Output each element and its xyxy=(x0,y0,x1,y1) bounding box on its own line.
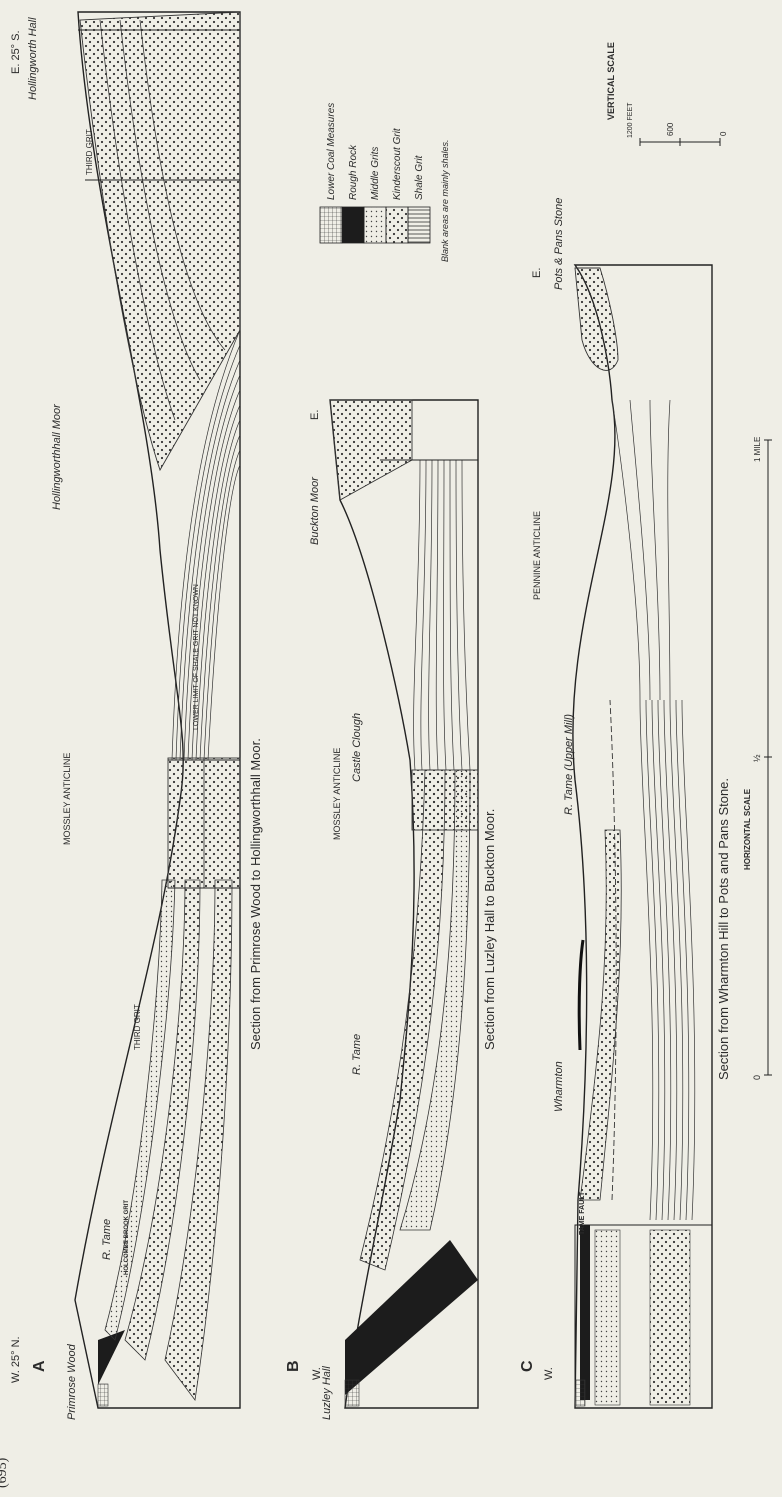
legend-swatch-kinderscout-grit xyxy=(386,207,408,243)
label-hollingworth-hall: Hollingworth Hall xyxy=(27,17,39,100)
section-c-caption: Section from Wharmton Hill to Pots and P… xyxy=(716,778,731,1080)
section-b: B W. E. Luzley Hall R. Tame MOSSLEY ANTI… xyxy=(285,400,497,1420)
label-castle-clough: Castle Clough xyxy=(351,713,363,782)
vertical-scale-top: 1200 FEET xyxy=(627,102,634,138)
label-lower-limit: LOWER LIMIT OF SHALE GRIT NOT KNOWN xyxy=(193,584,200,730)
legend-swatch-shale-grit xyxy=(408,207,430,243)
vertical-scale-bottom: 0 xyxy=(719,131,728,136)
vertical-scale-mid: 600 xyxy=(666,122,675,136)
label-pots-pans-stone: Pots & Pans Stone xyxy=(553,198,565,290)
legend-label-kinderscout-grit: Kinderscout Grit xyxy=(392,127,403,200)
section-a-coal xyxy=(98,1384,108,1406)
label-b-r-tame: R. Tame xyxy=(351,1034,363,1075)
label-buckton-moor: Buckton Moor xyxy=(309,476,321,545)
label-a-third-grit-1: THIRD GRIT xyxy=(133,1004,142,1050)
label-a-mossley-anticline: MOSSLEY ANTICLINE xyxy=(62,753,72,845)
legend-note: Blank areas are mainly shales. xyxy=(440,139,450,262)
section-c-pots-pans-grit xyxy=(575,268,618,370)
orientation-east: E. 25° S. xyxy=(10,30,22,74)
section-b-east: E. xyxy=(309,410,321,420)
label-a-third-grit-2: THIRD GRIT xyxy=(85,129,94,175)
section-c-fault-band-2 xyxy=(650,1230,690,1405)
section-b-caption: Section from Luzley Hall to Buckton Moor… xyxy=(482,809,497,1050)
section-c-shale-lines xyxy=(612,400,695,1220)
label-r-tame-upper-mill: R. Tame (Upper Mill) xyxy=(563,714,575,815)
horizontal-scale: HORIZONTAL SCALE 0 ½ 1 MILE xyxy=(743,437,772,1080)
horizontal-scale-half: ½ xyxy=(752,754,762,762)
label-a-r-tame: R. Tame xyxy=(101,1219,113,1260)
legend: Lower Coal Measures Rough Rock Middle Gr… xyxy=(320,103,450,262)
label-holcombe-brook-grit: HOLCOMBE BROOK GRIT xyxy=(124,1200,130,1275)
section-c-outline xyxy=(573,265,712,1408)
legend-label-rough-rock: Rough Rock xyxy=(348,144,359,200)
legend-label-shale-grit: Shale Grit xyxy=(414,154,425,200)
orientation-west: W. 25° N. xyxy=(10,1336,22,1383)
horizontal-scale-title: HORIZONTAL SCALE xyxy=(743,788,752,870)
vertical-scale-title: VERTICAL SCALE xyxy=(606,42,616,120)
section-a-rough-rock xyxy=(98,1330,125,1385)
section-c-east: E. xyxy=(531,268,543,278)
section-a-caption: Section from Primrose Wood to Hollingwor… xyxy=(248,738,263,1050)
label-wharmton: Wharmton xyxy=(553,1061,565,1112)
legend-label-middle-grits: Middle Grits xyxy=(370,147,381,200)
label-b-mossley-anticline: MOSSLEY ANTICLINE xyxy=(332,748,342,840)
section-c-rough-rock xyxy=(580,1225,590,1400)
section-b-letter: B xyxy=(285,1360,302,1372)
section-c: C W. E. TAME FAULT xyxy=(519,198,731,1408)
section-c-west: W. xyxy=(543,1367,555,1380)
label-primrose-wood: Primrose Wood xyxy=(66,1343,78,1420)
section-c-fault-band-1 xyxy=(595,1230,620,1405)
legend-label-lower-coal-measures: Lower Coal Measures xyxy=(326,103,337,200)
label-tame-fault: TAME FAULT xyxy=(579,1191,586,1235)
section-a-letter: A xyxy=(31,1360,48,1372)
legend-swatch-middle-grits xyxy=(364,207,386,243)
vertical-scale: VERTICAL SCALE 1200 FEET 600 0 xyxy=(606,42,728,146)
section-b-core xyxy=(412,770,478,830)
section-a: A xyxy=(27,12,263,1420)
section-b-shale-lines xyxy=(414,410,478,770)
page-number: (695) xyxy=(0,1457,10,1488)
legend-swatch-rough-rock xyxy=(342,207,364,243)
label-luzley-hall: Luzley Hall xyxy=(321,1366,333,1420)
section-b-east-grit xyxy=(330,400,412,500)
horizontal-scale-end: 1 MILE xyxy=(753,437,762,462)
horizontal-scale-start: 0 xyxy=(752,1075,762,1080)
label-hollingworthhall-moor: Hollingworthhall Moor xyxy=(51,403,63,510)
section-c-letter: C xyxy=(519,1360,536,1372)
legend-swatch-lower-coal-measures xyxy=(320,207,342,243)
section-b-rough-rock xyxy=(345,1240,478,1395)
label-pennine-anticline: PENNINE ANTICLINE xyxy=(532,511,542,600)
